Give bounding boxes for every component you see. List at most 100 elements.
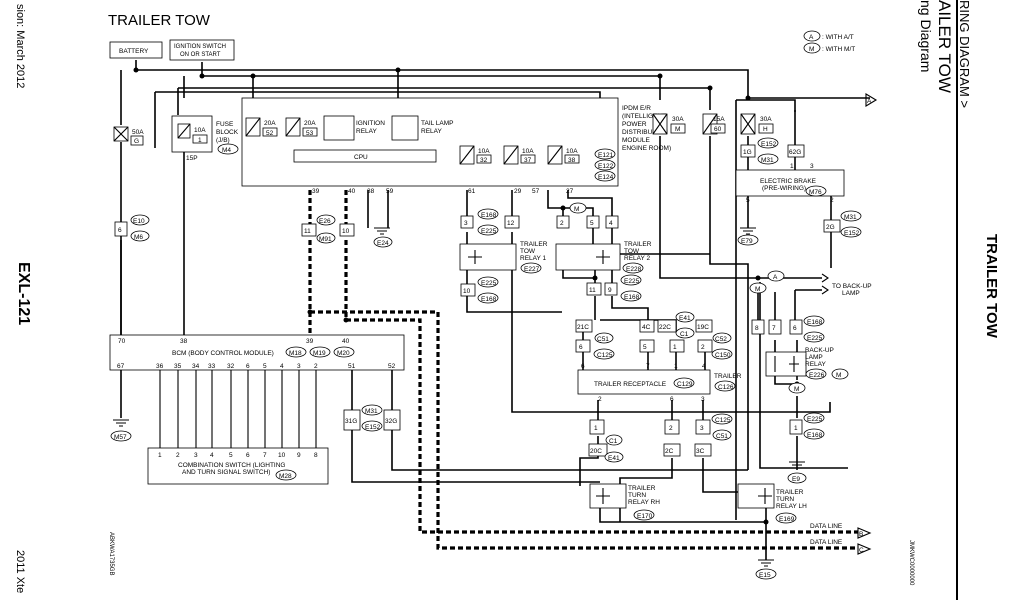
fuse-10a-37-rating: 10A [522, 148, 534, 155]
conn-e225-c: E225 [624, 278, 640, 285]
pin-lc2: 2 [669, 425, 673, 432]
pin-p35: 35 [174, 363, 182, 370]
ipdm-fuses [459, 145, 563, 165]
ignition-switch-sub: ON OR START [180, 52, 221, 58]
pin-20c: 20C [590, 448, 602, 455]
fuse-30a-m-num: M [675, 126, 680, 133]
fuse-15a-60-rating: 15A [713, 116, 725, 123]
ttr2-label-1: TRAILER [624, 241, 652, 248]
fuse-block-label-2: BLOCK [216, 129, 239, 136]
ttr-rh-label-3: RELAY RH [628, 499, 660, 506]
pin-22c: 22C [659, 324, 671, 331]
rec-pin-4: 4 [702, 363, 706, 370]
mark-m-2: M [755, 286, 760, 293]
rec-pin-2: 2 [598, 396, 602, 403]
pin-r5: 5 [590, 220, 594, 227]
fuse-15a-60-num: 60 [714, 126, 722, 133]
cpu-box [293, 149, 437, 163]
conn-c125-b: C125 [715, 417, 731, 424]
cs-pin-1: 1 [158, 452, 162, 459]
offpage-arrow-c [857, 543, 872, 555]
conn-m91: M91 [319, 236, 332, 243]
ipdm-label-2: (INTELLIGENT [622, 113, 666, 120]
conn-c125-a: C125 [597, 352, 613, 359]
mark-m-3: M [836, 372, 841, 379]
conn-15p: 15P [186, 155, 198, 162]
conn-c1-a: C1 [680, 331, 689, 338]
bcm-label: BCM (BODY CONTROL MODULE) [172, 350, 274, 357]
pin-i38: 38 [367, 188, 375, 195]
ttr1-connector: E227 [524, 266, 540, 273]
ttr-rh-label-2: TURN [628, 492, 646, 499]
page-title: TRAILER TOW [108, 12, 210, 29]
pin-p3: 3 [297, 363, 301, 370]
legend-m-oval [803, 42, 821, 54]
fuse-50a-tag [130, 135, 144, 146]
ttr-lh-connector: E169 [779, 516, 795, 523]
to-backup-label-2: LAMP [842, 290, 860, 297]
offpage-b-letter: B [859, 531, 863, 538]
backup-relay-label-2: LAMP [805, 354, 823, 361]
rec-pin-1: 1 [674, 363, 678, 370]
pin-1g: 1G [743, 149, 752, 156]
conn-e41-b: E41 [608, 455, 620, 462]
pin-cr2: 2 [701, 344, 705, 351]
conn-e168-d: E168 [807, 319, 823, 326]
legend-m-letter: M [809, 46, 814, 53]
arrow-backup-2 [821, 285, 829, 295]
ignition-switch-label: IGNITION SWITCH [174, 44, 226, 50]
fuse-10a-32-num: 32 [480, 157, 488, 164]
pin-r2: 2 [560, 220, 564, 227]
ttr2-label-2: TOW [624, 248, 640, 255]
conn-e225-b: E225 [481, 280, 497, 287]
pin-p70: 70 [118, 338, 126, 345]
mark-m-1: M [574, 206, 579, 213]
tail-lamp-relay-box [391, 115, 419, 141]
ipdm-label-3: POWER [622, 121, 647, 128]
cs-pin-8: 8 [314, 452, 318, 459]
page-border [956, 0, 958, 600]
ipdm-label-5: MODULE [622, 137, 650, 144]
ipdm-conn-2: E122 [598, 163, 614, 170]
ttr1-label-2: TOW [520, 248, 536, 255]
conn-e24: E24 [377, 240, 389, 247]
conn-m79: E79 [741, 238, 753, 245]
backup-relay-label-3: RELAY [805, 361, 826, 368]
pin-i29: 29 [514, 188, 522, 195]
pin-p2: 2 [314, 363, 318, 370]
pin-10: 10 [342, 228, 350, 235]
mark-a-2: A [773, 274, 778, 281]
fuse-block-connector: M4 [222, 147, 231, 154]
pin-c6b: 6 [793, 325, 797, 332]
combination-switch-label-2: AND TURN SIGNAL SWITCH) [182, 469, 270, 476]
fuse-20a-52-rating: 20A [264, 120, 276, 127]
combination-switch-box [147, 447, 329, 485]
pin-p36: 36 [156, 363, 164, 370]
ground-e15-icon [758, 559, 774, 567]
pin-6: 6 [118, 227, 122, 234]
ttr-rh-connector: E170 [637, 513, 653, 520]
offpage-c-letter: C [859, 547, 864, 554]
pin-b3: 3 [810, 163, 814, 170]
fuse-10a-32-rating: 10A [478, 148, 490, 155]
pin-lc3: 3 [700, 425, 704, 432]
conn-e168-c: E168 [624, 294, 640, 301]
ignition-switch-box [169, 39, 235, 61]
ground-m57-icon [113, 419, 129, 427]
cs-pin-6: 6 [246, 452, 250, 459]
conn-e225-e: E225 [807, 416, 823, 423]
pin-4c: 4C [642, 324, 651, 331]
conn-m6: M6 [134, 234, 143, 241]
combination-switch-label-1: COMBINATION SWITCH (LIGHTING [178, 462, 286, 469]
pin-i40: 40 [348, 188, 356, 195]
cs-pin-10: 10 [278, 452, 286, 459]
ground-e24-icon [374, 227, 390, 235]
bcm-conn-3: M20 [337, 350, 350, 357]
data-line-label-1: DATA LINE [810, 523, 843, 530]
backup-lamp-relay-box [765, 351, 807, 377]
battery-box [109, 41, 163, 59]
tail-lamp-relay-label-2: RELAY [421, 128, 442, 135]
pin-i59: 59 [386, 188, 394, 195]
cs-pin-9: 9 [297, 452, 301, 459]
